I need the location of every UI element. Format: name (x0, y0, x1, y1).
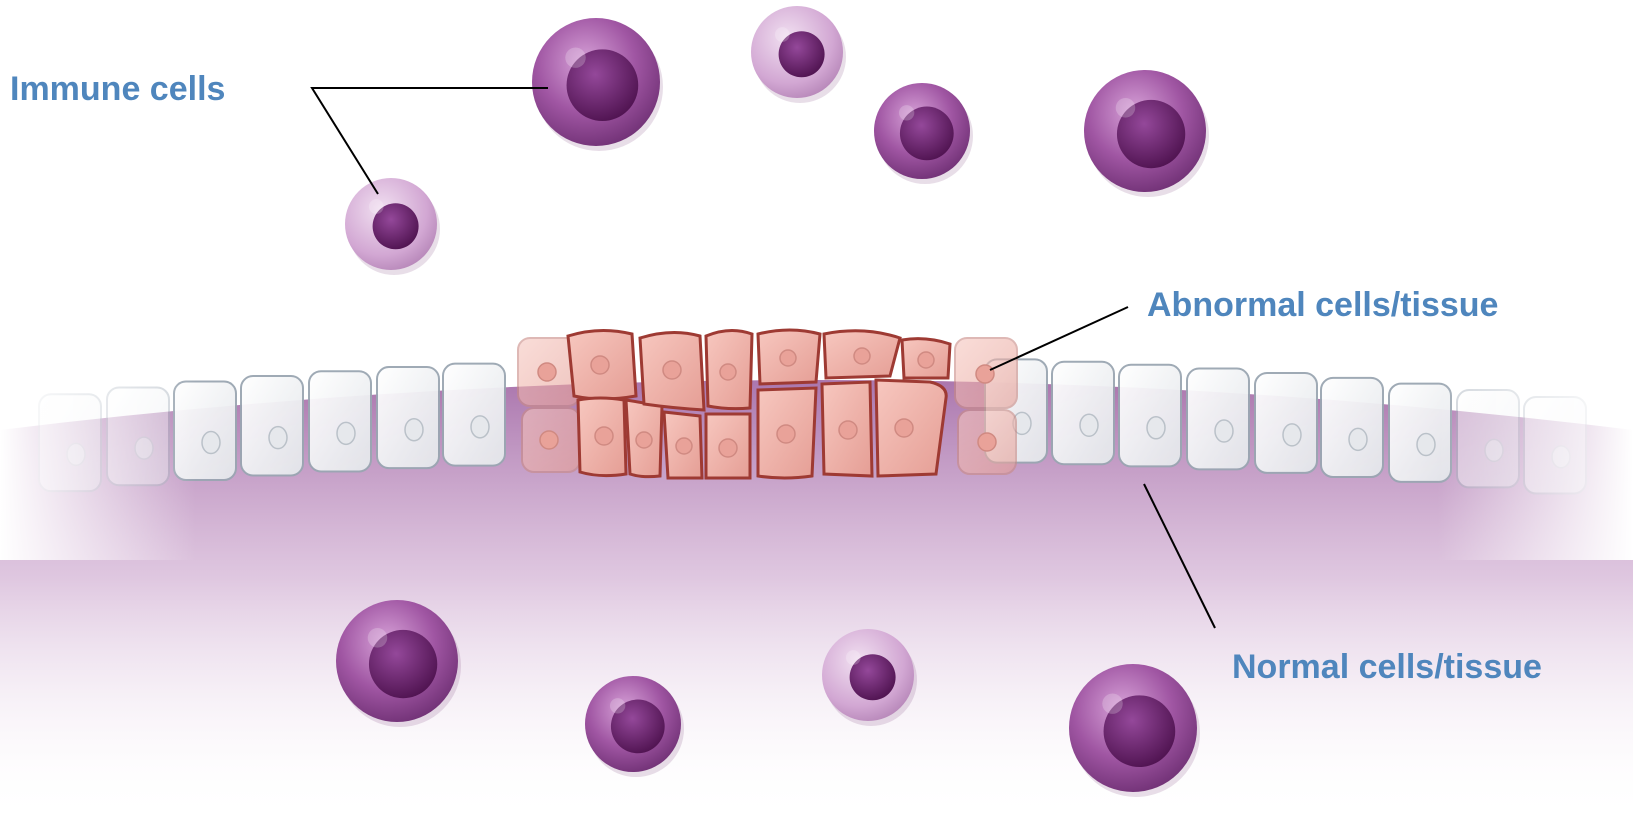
immune-cell-icon (751, 6, 846, 103)
immune-cell-icon (1084, 70, 1209, 197)
immune-cell-icon (874, 83, 973, 184)
immune-cell-icon (532, 18, 663, 151)
edge-fade (0, 300, 1633, 560)
abnormal-cells-label: Abnormal cells/tissue (1147, 288, 1498, 322)
immune-cell-icon (345, 178, 440, 275)
immune-cells-label: Immune cells (10, 72, 225, 106)
immune-cells-leader-line (312, 88, 548, 194)
normal-cells-label: Normal cells/tissue (1232, 650, 1542, 684)
